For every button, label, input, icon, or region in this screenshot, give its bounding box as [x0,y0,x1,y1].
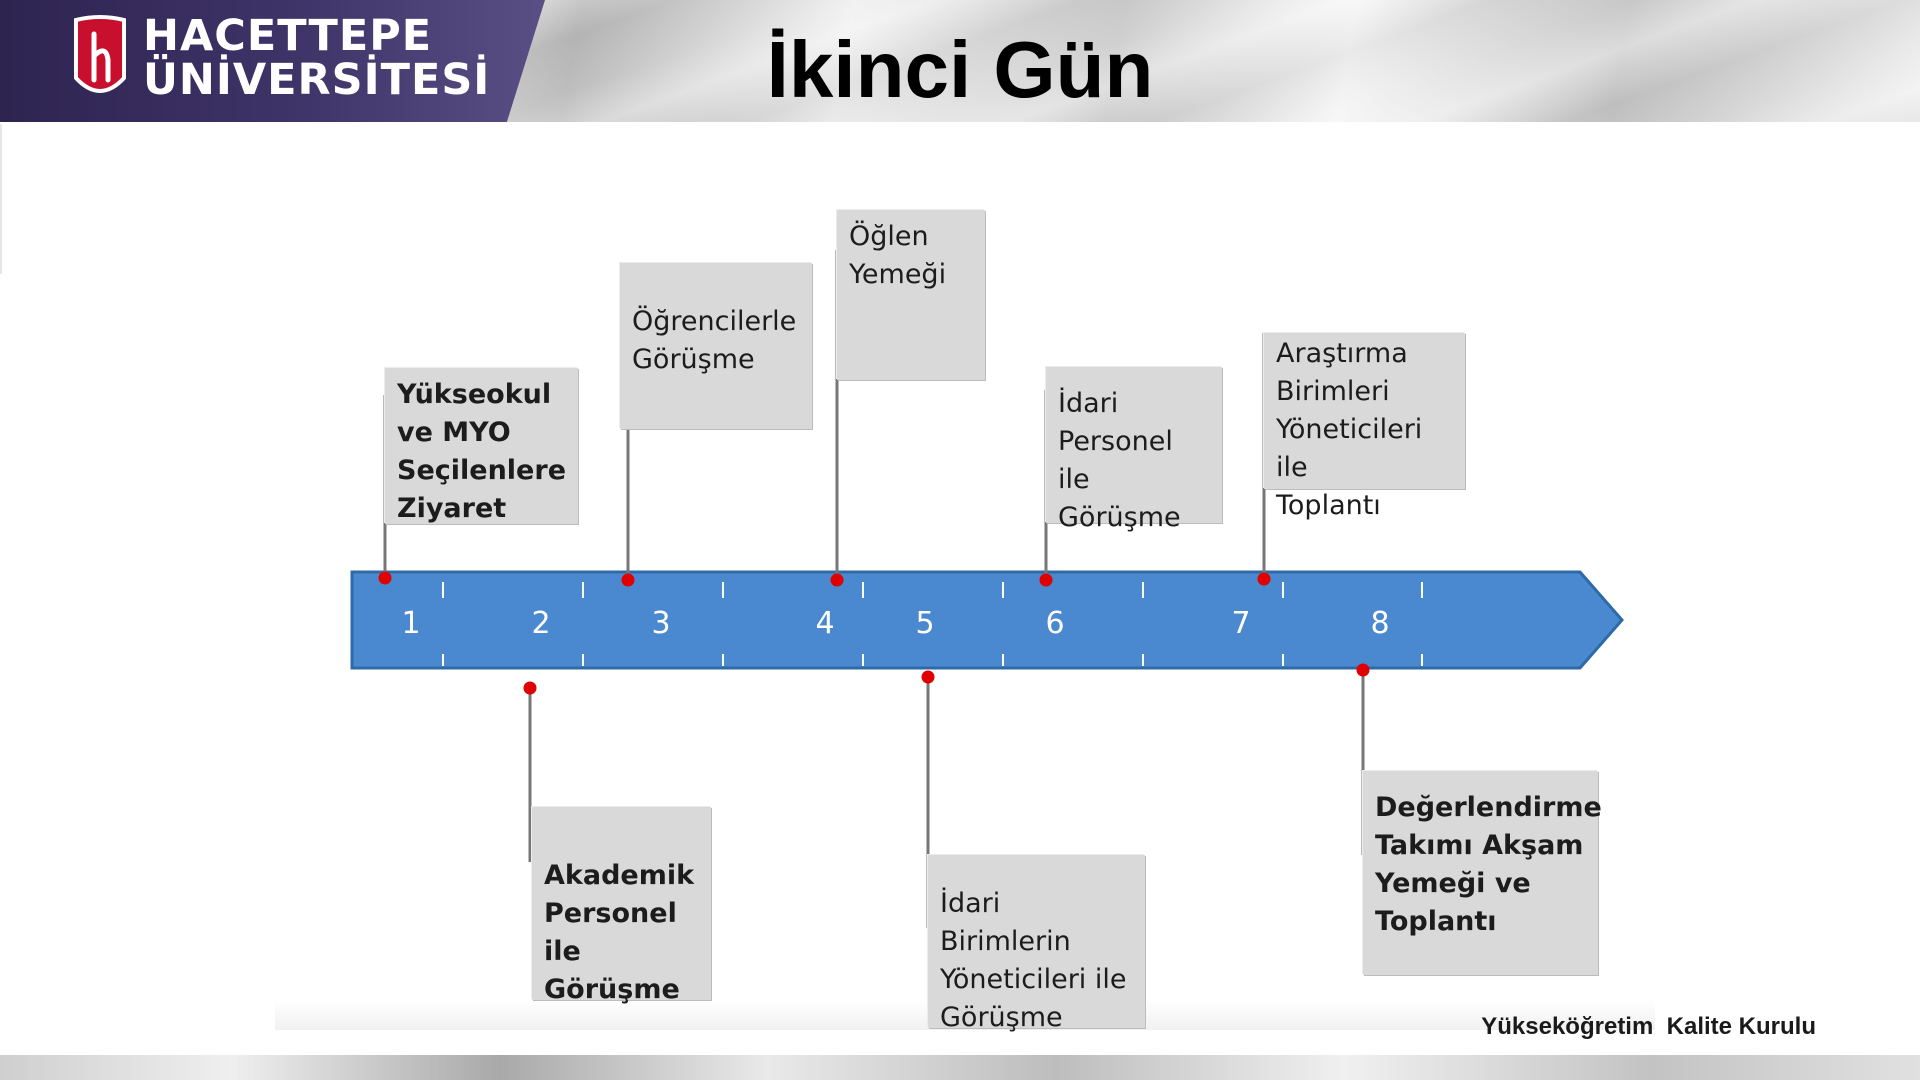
footer-label: Yükseköğretim Kalite Kurulu [1481,1013,1816,1040]
event-label: Yükseokul ve MYO Seçilenlere Ziyaret [397,379,567,524]
event-box-5: İdari Birimlerin Yöneticileri ile Görüşm… [928,855,1145,1033]
event-marker-dot [523,681,537,695]
timeline-number-3: 3 [651,606,671,641]
event-box-3: Öğrencilerle Görüşme [620,263,812,429]
event-marker-dot [1356,663,1370,677]
event-label: İdari Birimlerin Yöneticileri ile Görüşm… [940,888,1127,1033]
university-wordmark: HACETTEPE ÜNİVERSİTESİ [143,14,490,102]
event-marker-dot [830,573,844,587]
divider [0,124,2,274]
brand-line-1: HACETTEPE [143,11,433,61]
timeline-number-1: 1 [401,606,421,641]
event-box-4: Öğlen Yemeği [837,210,985,380]
timeline-number-8: 8 [1370,606,1390,641]
event-box-1: Yükseokul ve MYO Seçilenlere Ziyaret [385,368,578,524]
event-label: Öğlen Yemeği [849,221,947,290]
event-marker-dot [378,571,392,585]
event-label: Değerlendirme Takımı Akşam Yemeği ve Top… [1375,792,1602,937]
event-marker-dot [1039,573,1053,587]
event-box-8: Değerlendirme Takımı Akşam Yemeği ve Top… [1363,771,1602,975]
event-label: İdari Personel ile Görüşme [1058,388,1181,533]
timeline-number-6: 6 [1045,606,1065,641]
timeline-number-7: 7 [1231,606,1251,641]
event-label: Akademik Personel ile Görüşme [544,860,695,1005]
footer-banner-photo [0,1055,1920,1080]
event-label: Araştırma Birimleri Yöneticileri ile Top… [1276,338,1423,521]
timeline-number-2: 2 [531,606,551,641]
event-box-2: Akademik Personel ile Görüşme [532,807,711,1005]
timeline-arrow [350,570,1624,670]
event-marker-dot [621,573,635,587]
brand-line-2: ÜNİVERSİTESİ [143,55,491,105]
timeline-number-4: 4 [815,606,835,641]
event-box-6: İdari Personel ile Görüşme [1046,367,1222,533]
event-box-7: Araştırma Birimleri Yöneticileri ile Top… [1264,333,1465,521]
event-marker-dot [921,670,935,684]
university-logo-icon [74,15,126,93]
event-label: Öğrencilerle Görüşme [632,306,797,375]
timeline-ticks [442,582,1423,666]
page-title: İkinci Gün [766,25,1154,114]
timeline-number-5: 5 [915,606,935,641]
event-marker-dot [1257,572,1271,586]
